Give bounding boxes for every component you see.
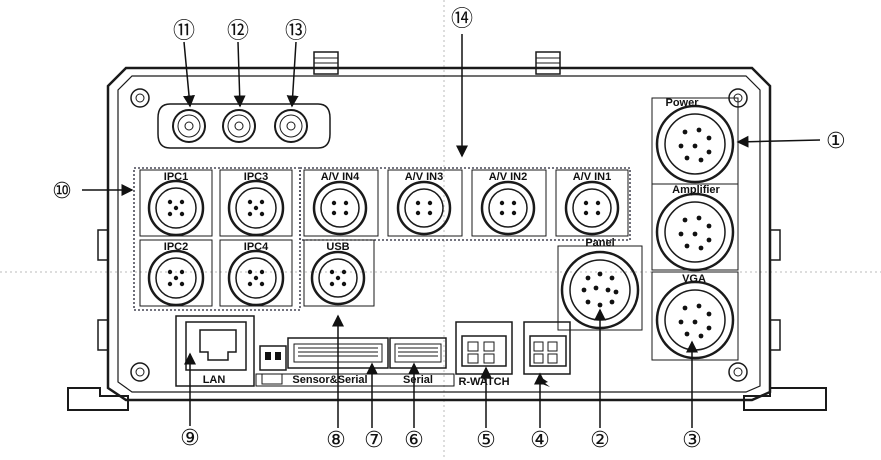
sensor-serial-label: Sensor&Serial bbox=[292, 374, 367, 386]
av-in1-label: A/V IN1 bbox=[573, 171, 612, 183]
housing-outline bbox=[106, 66, 772, 402]
ipc3-connector bbox=[219, 169, 293, 237]
arrow-11 bbox=[183, 41, 195, 108]
ipc2-connector bbox=[139, 239, 213, 307]
usb-connector bbox=[303, 239, 375, 307]
av-in3-connector bbox=[387, 169, 463, 237]
callout-9: ⑨ bbox=[180, 426, 200, 451]
callout-5: ⑤ bbox=[476, 428, 496, 453]
bolt-top-left bbox=[130, 88, 150, 108]
left-side-tab-lower bbox=[97, 319, 109, 351]
callout-4: ④ bbox=[530, 428, 550, 453]
antenna-connector-13 bbox=[274, 109, 308, 143]
callout-11: ⑪ bbox=[173, 19, 195, 44]
small-two-pin-connector bbox=[259, 345, 287, 385]
callout-12: ⑫ bbox=[227, 19, 249, 44]
usb-label: USB bbox=[326, 241, 349, 253]
top-screw-left bbox=[313, 51, 339, 75]
ipc4-connector bbox=[219, 239, 293, 307]
callout-13: ⑬ bbox=[285, 19, 307, 44]
serial-label: Serial bbox=[403, 374, 433, 386]
antenna-connector-11 bbox=[172, 109, 206, 143]
ipc1-label: IPC1 bbox=[164, 171, 188, 183]
r-watch-label: R-WATCH bbox=[458, 376, 509, 388]
arrow-12 bbox=[233, 41, 246, 108]
power-connector bbox=[651, 97, 739, 185]
arrow-1 bbox=[736, 135, 821, 148]
top-screw-right bbox=[535, 51, 561, 75]
bolt-bottom-left bbox=[130, 362, 150, 382]
ipc3-label: IPC3 bbox=[244, 171, 268, 183]
av-in3-label: A/V IN3 bbox=[405, 171, 444, 183]
av-in2-label: A/V IN2 bbox=[489, 171, 528, 183]
right-side-tab-upper bbox=[769, 229, 781, 261]
av-in4-connector bbox=[303, 169, 379, 237]
callout-6: ⑥ bbox=[404, 428, 424, 453]
antenna-connector-12 bbox=[222, 109, 256, 143]
ipc4-label: IPC4 bbox=[244, 241, 269, 253]
callout-7: ⑦ bbox=[364, 428, 384, 453]
callout-10: ⑩ bbox=[52, 179, 72, 204]
callout-3: ③ bbox=[682, 428, 702, 453]
av-group-border bbox=[299, 167, 631, 241]
callout-8: ⑧ bbox=[326, 428, 346, 453]
ipc1-connector bbox=[139, 169, 213, 237]
housing-inner-outline bbox=[117, 75, 761, 393]
lan-port bbox=[175, 315, 255, 387]
right-side-tab-lower bbox=[769, 319, 781, 351]
right-mounting-foot bbox=[743, 387, 827, 411]
amplifier-connector bbox=[651, 183, 739, 272]
av-in2-connector bbox=[471, 169, 547, 237]
callout-14: ⑭ bbox=[451, 7, 473, 32]
callout-1: ① bbox=[826, 129, 846, 154]
arrow-13 bbox=[286, 41, 299, 108]
header-label-strip bbox=[255, 373, 455, 387]
bolt-bottom-right bbox=[728, 362, 748, 382]
satellite-icon bbox=[542, 378, 550, 387]
panel-label: Panel bbox=[585, 237, 614, 249]
av-in4-label: A/V IN4 bbox=[321, 171, 360, 183]
power-label: Power bbox=[665, 97, 699, 109]
av-in1-connector bbox=[555, 169, 629, 237]
serial-connector bbox=[389, 337, 447, 369]
lan-label: LAN bbox=[203, 374, 226, 386]
vga-label: VGA bbox=[682, 273, 706, 285]
amplifier-label: Amplifier bbox=[672, 184, 720, 196]
r-watch-connector bbox=[455, 321, 513, 375]
antenna-plate bbox=[157, 103, 331, 149]
connector-4 bbox=[523, 321, 571, 375]
left-mounting-foot bbox=[67, 387, 129, 411]
ipc2-label: IPC2 bbox=[164, 241, 188, 253]
left-side-tab-upper bbox=[97, 229, 109, 261]
vga-connector bbox=[651, 271, 739, 361]
callout-2: ② bbox=[590, 428, 610, 453]
